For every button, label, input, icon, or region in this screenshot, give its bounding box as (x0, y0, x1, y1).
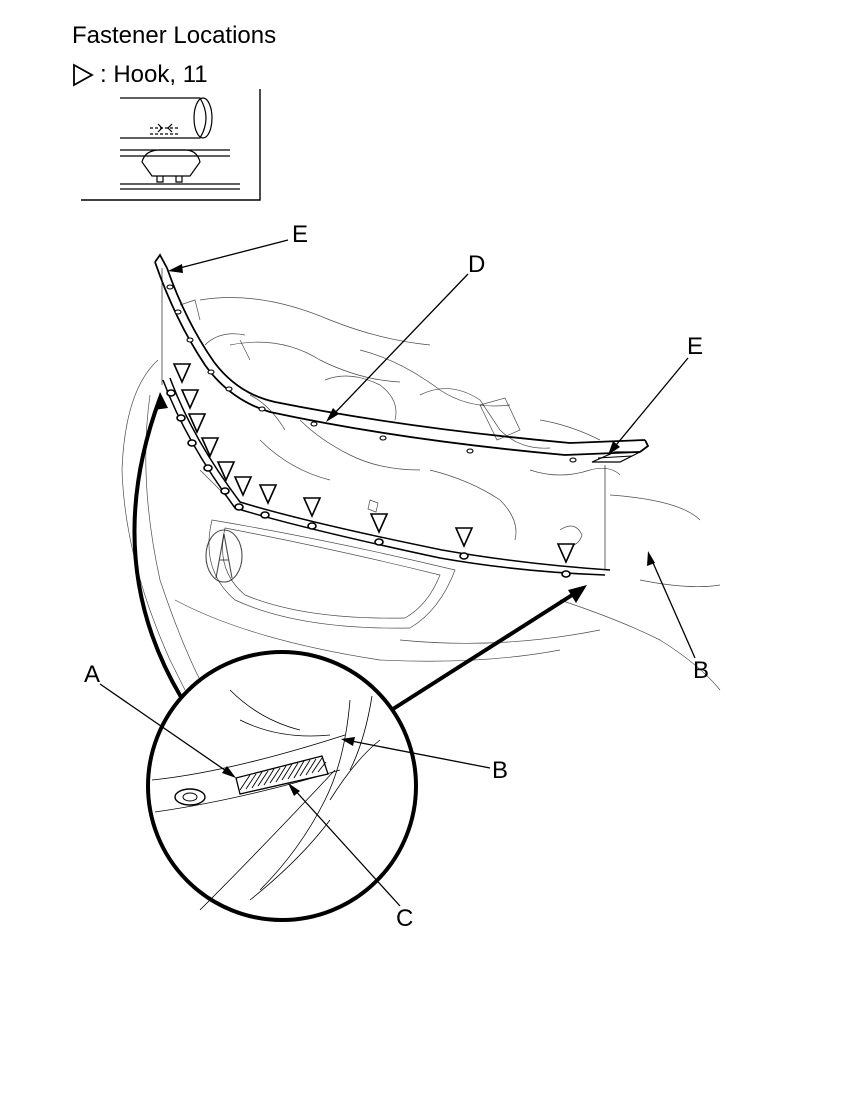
legend-text: : Hook, 11 (100, 61, 208, 88)
hook-triangle-icon (166, 363, 192, 397)
leader-arrowheads (168, 264, 655, 796)
hook-triangle-icon (369, 513, 389, 546)
hook-triangle-icon (258, 484, 278, 519)
leader-lines (99, 239, 696, 907)
page-title: Fastener Locations (72, 22, 277, 49)
hook-triangle-icon (233, 476, 253, 511)
vehicle-front-outline (121, 297, 721, 691)
hook-triangle-icon (73, 63, 94, 87)
hook-triangle-icon (302, 497, 322, 530)
hook-triangle-icon (556, 543, 576, 578)
callout-b-detail: B (492, 757, 508, 784)
legend: : Hook, 11 (72, 61, 208, 89)
hook-triangle-icon (454, 527, 474, 560)
hook-triangle-icon (176, 389, 200, 422)
detail-connectors (132, 397, 582, 711)
hook-detail-inset (81, 89, 261, 201)
callout-e-top: E (292, 221, 308, 248)
alignment-lines (161, 268, 606, 570)
hook-triangle-icon (216, 461, 236, 495)
hook-triangle-icon (200, 437, 220, 472)
callout-e-right: E (687, 333, 703, 360)
connector-arrowheads (154, 392, 587, 603)
callout-b-right: B (693, 657, 709, 684)
molding-d (154, 253, 650, 463)
hook-triangle-icon (187, 413, 207, 447)
callout-c: C (396, 905, 413, 932)
magnified-detail (146, 650, 418, 922)
molding-clip-points (166, 284, 577, 463)
callout-d: D (468, 251, 485, 278)
hook-markers (166, 363, 576, 578)
callout-a: A (84, 661, 100, 688)
lower-seal-strip (162, 377, 611, 576)
